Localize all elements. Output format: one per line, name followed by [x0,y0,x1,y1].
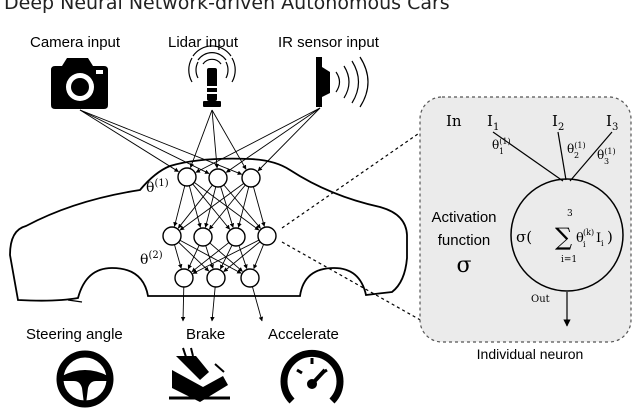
neuron-input-2: I2 [552,112,564,133]
hidden-edge [179,182,245,231]
neuron-input-3: I3 [606,112,618,133]
hidden-edge [187,244,200,270]
network-node-layer-3 [240,268,260,288]
activation-label-line2: function [438,232,491,249]
theta-1-label: θ(1) [146,178,169,196]
ir-sensor-icon [316,56,369,108]
network-node-layer-2 [257,226,277,246]
ir-input-label: IR sensor input [278,34,380,51]
accelerate-label: Accelerate [268,326,339,343]
steering-wheel-icon [56,350,114,408]
hidden-edge [177,184,213,229]
neuron-edge-2 [557,131,567,181]
hidden-edge [252,186,266,227]
hidden-edge [238,245,248,269]
output-edge [180,286,186,322]
hidden-edge [237,186,250,228]
network-node-layer-3 [206,268,226,288]
output-edge [210,286,216,322]
hidden-edge [192,239,260,274]
diagram-title: Deep Neural Network-driven Autonomous Ca… [4,0,450,14]
car-outline [9,157,408,303]
hidden-edge [191,242,230,273]
zoom-connector-top [281,117,442,229]
neuron-panel [419,96,632,343]
hidden-edge [223,241,261,272]
neuron-in-label: In [446,112,462,130]
steering-angle-label: Steering angle [26,326,123,343]
input-edge [211,109,247,170]
network-node-layer-1 [241,168,261,188]
speedometer-icon [280,349,344,404]
neuron-edge-3 [569,131,613,182]
network-nodes [162,167,277,288]
network-node-layer-3 [174,268,194,288]
network-node-layer-2 [226,227,246,247]
lidar-icon [188,45,236,107]
neuron-edge-1 [492,131,564,182]
network-node-layer-2 [162,226,182,246]
hidden-edge [173,185,186,227]
input-edge [189,109,213,169]
input-edge [79,109,179,173]
input-edge [79,109,243,175]
network-node-layer-1 [208,168,228,188]
hidden-edge [253,244,265,270]
brake-label: Brake [186,326,225,343]
input-edge [79,109,210,174]
neuron-body [510,178,624,292]
hidden-edge [204,186,217,228]
hidden-edge [208,184,246,230]
neuron-caption: Individual neuron [477,346,584,362]
network-node-layer-1 [177,167,197,187]
neuron-weight-2: θ(1)2 [567,141,586,160]
hidden-edge [223,184,261,229]
output-edge [251,286,264,322]
activation-sigma: σ [456,253,471,278]
neuron-out-label: Out [531,294,550,305]
neuron-input-1: I1 [487,112,499,133]
hidden-edge [174,244,183,269]
network-edges [79,107,321,322]
input-edge [195,107,321,173]
neuron-formula: σ( ∑ 3 i=1 θ (k) i I i ) [516,202,613,266]
camera-input-label: Camera input [30,34,121,51]
network-node-layer-2 [193,227,213,247]
input-edge [211,109,220,169]
hidden-edge [205,245,214,269]
input-edge [257,107,321,172]
neuron-weight-1: θ(1)1 [492,137,511,156]
input-edge [225,107,321,173]
neuron-weight-3: θ(1)3 [597,147,616,166]
zoom-connector-bottom [281,241,432,327]
activation-label-line1: Activation [431,209,496,226]
theta-2-label: θ(2) [140,250,163,268]
camera-icon [51,58,108,109]
brake-pedal-icon [169,347,230,402]
lidar-input-label: Lidar input [168,34,239,51]
